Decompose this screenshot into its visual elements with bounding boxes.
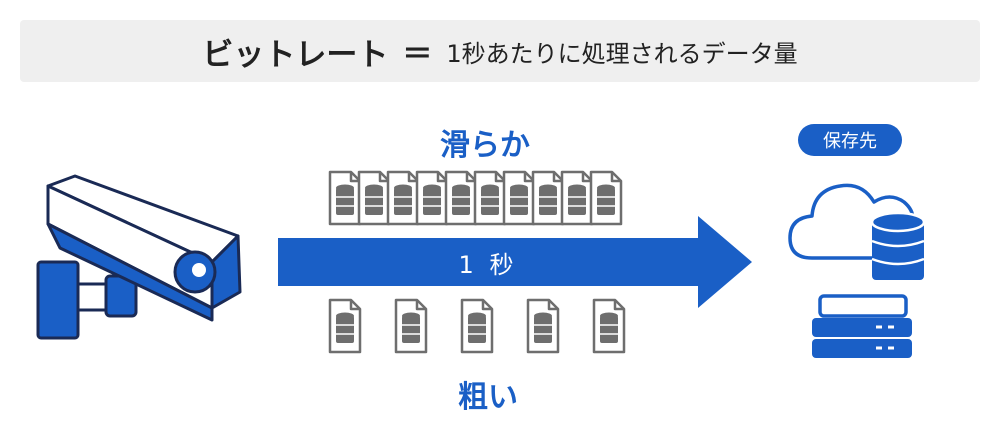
- time-arrow: [278, 216, 752, 308]
- data-file-icon: [444, 170, 478, 226]
- smooth-label: 滑らか: [440, 128, 530, 163]
- coarse-label: 粗い: [458, 380, 518, 415]
- data-file-icon: [502, 170, 536, 226]
- server-stack-icon: [812, 294, 912, 358]
- data-file-icon: [328, 298, 362, 354]
- data-file-icon: [560, 170, 594, 226]
- banner-equals: ＝: [402, 37, 433, 72]
- data-file-icon: [386, 170, 420, 226]
- smooth-files: [328, 170, 623, 226]
- data-file-icon: [473, 170, 507, 226]
- banner-definition: 1秒あたりに処理されるデータ量: [446, 39, 798, 68]
- time-label: 1 秒: [458, 250, 518, 279]
- data-file-icon: [531, 170, 565, 226]
- data-file-icon: [394, 298, 428, 354]
- security-camera-icon: [36, 174, 242, 340]
- data-file-icon: [415, 170, 449, 226]
- data-file-icon: [357, 170, 391, 226]
- data-file-icon: [589, 170, 623, 226]
- data-file-icon: [526, 298, 560, 354]
- banner-term: ビットレート: [202, 36, 389, 73]
- cloud-database-icon: [788, 183, 926, 280]
- data-file-icon: [460, 298, 494, 354]
- title-banner: ビットレート ＝ 1秒あたりに処理されるデータ量: [20, 20, 980, 82]
- data-file-icon: [592, 298, 626, 354]
- destination-badge: 保存先: [798, 124, 902, 156]
- data-file-icon: [328, 170, 362, 226]
- coarse-files: [328, 298, 626, 354]
